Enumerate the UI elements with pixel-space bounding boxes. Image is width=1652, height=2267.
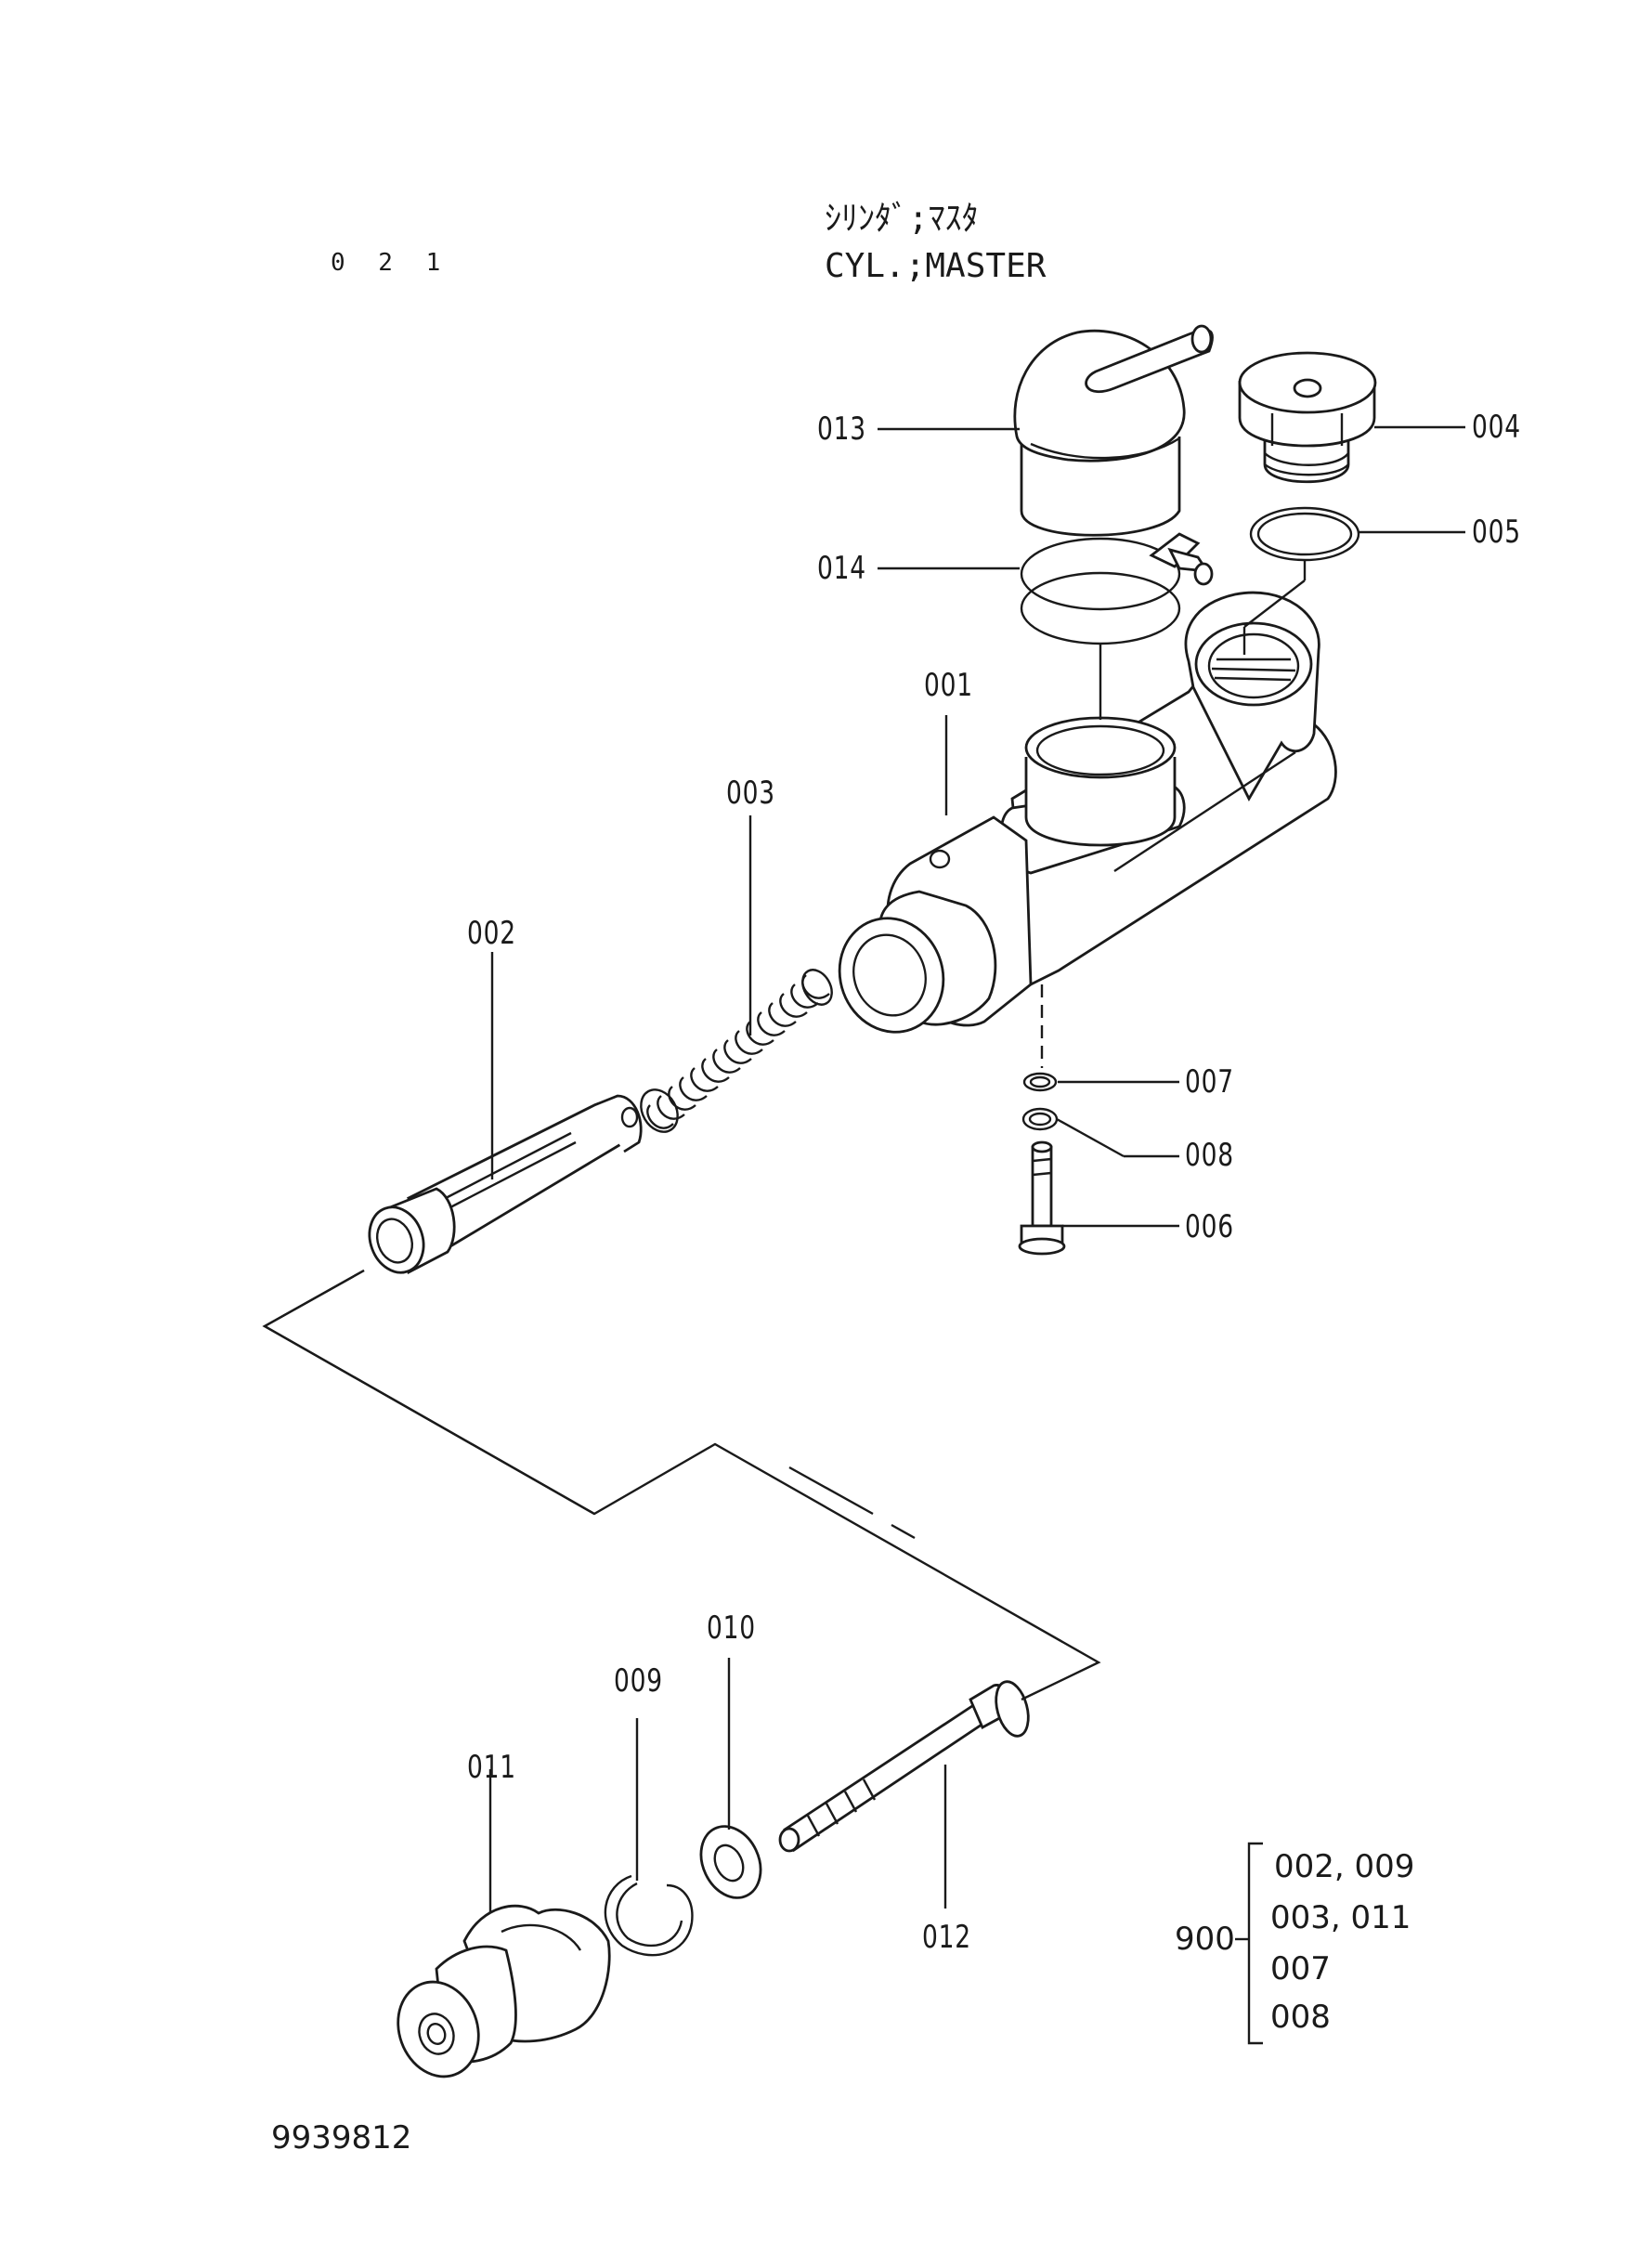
part-label-003: 003 (726, 775, 775, 812)
part-label-008: 008 (1185, 1137, 1234, 1174)
washer-008 (1021, 1107, 1059, 1131)
leader-lines (488, 425, 1465, 1913)
part-label-002: 002 (467, 915, 516, 952)
washer-007 (1022, 1072, 1058, 1092)
part-label-005: 005 (1472, 514, 1521, 551)
kit-row-2: 003, 011 (1270, 1899, 1411, 1936)
part-label-009: 009 (614, 1662, 663, 1700)
part-label-001: 001 (924, 667, 973, 704)
kit-bracket (1235, 1842, 1263, 2045)
kit-number: 900 (1175, 1921, 1235, 1958)
part-label-011: 011 (467, 1749, 516, 1786)
kit-row-1: 002, 009 (1274, 1848, 1415, 1885)
spring-003 (640, 969, 833, 1133)
piston-002 (368, 1094, 643, 1275)
title-english: CYL.;MASTER (825, 247, 1047, 285)
part-label-004: 004 (1472, 409, 1521, 446)
boot-011 (397, 1904, 611, 2078)
drawing-number: 9939812 (271, 2119, 412, 2156)
snap-ring-009 (604, 1874, 694, 1957)
plug-004 (1238, 351, 1377, 484)
reservoir-cap-013 (1013, 324, 1214, 537)
part-label-007: 007 (1185, 1063, 1234, 1101)
oring-005 (1249, 506, 1360, 562)
part-label-012: 012 (922, 1919, 971, 1956)
assembly-lines (262, 560, 1307, 1701)
kit-row-3: 007 (1270, 1950, 1331, 1987)
bolt-006 (1018, 1140, 1066, 1256)
part-label-006: 006 (1185, 1208, 1234, 1245)
push-rod-012 (778, 1680, 1030, 1853)
band-014 (1020, 532, 1214, 645)
kit-row-4: 008 (1270, 1999, 1331, 2036)
washer-010 (699, 1825, 762, 1899)
part-label-013: 013 (817, 410, 866, 448)
part-label-014: 014 (817, 550, 866, 587)
part-label-010: 010 (707, 1609, 756, 1647)
page-index: 0 2 1 (331, 249, 450, 277)
title-japanese: ｼﾘﾝﾀﾞ;ﾏｽﾀ (825, 200, 979, 238)
cylinder-body-001 (838, 591, 1337, 1034)
